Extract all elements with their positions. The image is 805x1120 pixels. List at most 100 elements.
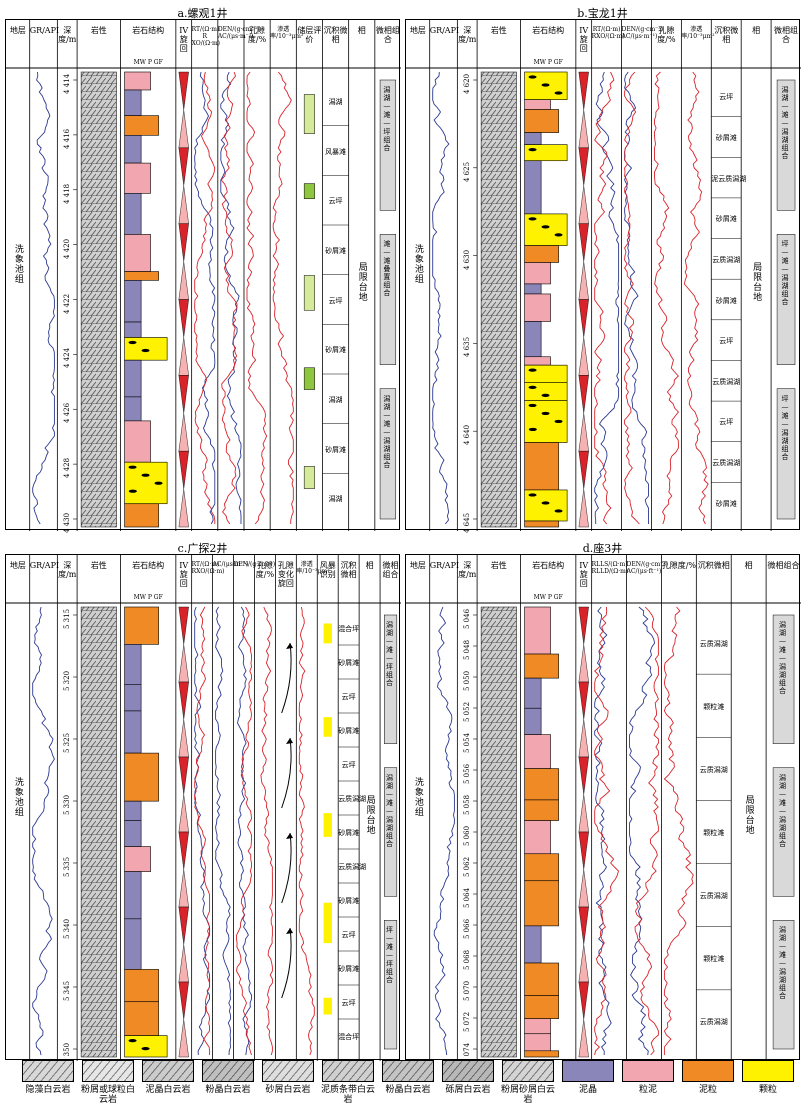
texture-block — [524, 880, 559, 927]
depth-tick: 5 056 — [463, 763, 472, 784]
combo-label: 潟湖—滩—潟湖组合 — [781, 86, 790, 160]
legend-label: 粉屑或球粒白云岩 — [80, 1085, 135, 1105]
legend-swatch — [442, 1060, 494, 1082]
cycle-triangle-up — [178, 489, 189, 528]
texture-block — [124, 271, 159, 281]
column-header: RT/(Ω·m) RXO/(Ω·m) — [191, 561, 225, 575]
cycle-triangle-down — [178, 981, 189, 1020]
legend-item: 粉晶白云岩 — [378, 1060, 438, 1095]
log-curve — [594, 71, 615, 525]
legend-item: 粉屑砂屑白云岩 — [498, 1060, 558, 1105]
combo-block — [772, 767, 795, 897]
log-columns-svg — [406, 20, 801, 531]
combo-block — [776, 234, 796, 365]
reservoir-block — [303, 94, 315, 134]
column-header: 微相组合 — [382, 561, 399, 579]
grain-symbol — [554, 419, 563, 424]
cycle-triangle-up — [178, 1019, 189, 1058]
legend-swatch — [322, 1060, 374, 1082]
micro-facies-label: 砂屑滩 — [325, 445, 347, 454]
depth-tick: 4 625 — [463, 161, 472, 182]
grain-symbol — [528, 403, 537, 408]
texture-block — [524, 606, 551, 655]
grain-symbol — [541, 501, 550, 505]
texture-block — [124, 89, 142, 116]
combo-label: 坪—滩—潟湖组合 — [781, 240, 790, 307]
micro-facies-label: 云坪 — [341, 931, 356, 939]
grain-symbol — [141, 1047, 150, 1051]
column-header: GR/API — [29, 26, 60, 35]
texture-block — [124, 710, 142, 754]
column-header: 岩性 — [90, 26, 107, 35]
stratum-label: 洗象池组 — [12, 243, 23, 284]
log-curve — [594, 606, 612, 1055]
micro-facies-label: 云质潟湖 — [712, 459, 741, 468]
depth-tick: 4 630 — [463, 249, 472, 270]
log-curve — [272, 71, 294, 525]
lithology-legend: 隐藻白云岩粉屑或球粒白云岩泥晶白云岩粉晶白云岩砂屑白云岩泥质条带白云岩粉晶白云岩… — [0, 1060, 805, 1120]
grain-symbol — [528, 148, 537, 152]
texture-block — [524, 109, 559, 133]
texture-block — [124, 396, 142, 422]
texture-block — [124, 644, 142, 685]
panel-title: d.座3井 — [582, 542, 623, 555]
micro-facies-label: 云质潟湖 — [712, 377, 741, 386]
column-header: RT/(Ω·m) R XO/(Ω·m) — [191, 26, 220, 47]
legend-label: 粉屑砂屑白云岩 — [500, 1085, 555, 1105]
legend-label: 泥粒 — [698, 1085, 717, 1095]
column-header: IV旋回 — [179, 26, 189, 53]
depth-tick: 4 640 — [463, 425, 472, 446]
cycle-triangle-up — [578, 944, 589, 983]
cycle-triangle-up — [178, 944, 189, 983]
micro-facies-label: 砂屑滩 — [325, 246, 347, 255]
cycle-triangle-up — [178, 185, 189, 224]
legend-swatch — [142, 1060, 194, 1082]
log-curve — [654, 71, 679, 525]
combo-label: 坪—滩—坪组合 — [385, 926, 394, 985]
micro-facies-label: 云质潟湖 — [712, 255, 741, 264]
micro-facies-label: 云坪 — [341, 693, 356, 701]
depth-tick: 5 070 — [463, 980, 472, 1001]
combo-block — [384, 920, 398, 1050]
log-curve — [237, 606, 252, 1056]
grain-symbol — [128, 340, 137, 345]
cycle-triangle-down — [578, 681, 589, 720]
reservoir-block — [303, 367, 315, 390]
log-columns-svg — [6, 555, 401, 1061]
texture-block — [124, 1001, 159, 1036]
cycle-triangle-down — [578, 223, 589, 262]
legend-item: 泥质条带白云岩 — [318, 1060, 378, 1105]
texture-block — [524, 356, 551, 366]
cycle-triangle-down — [178, 831, 189, 870]
cycle-arrow — [281, 927, 292, 999]
texture-block — [524, 1050, 559, 1058]
column-header: 地层 — [9, 561, 26, 570]
column-header: 深度/m — [458, 561, 477, 579]
log-curve — [594, 606, 620, 1056]
log-curve — [32, 71, 55, 525]
column-header: 相 — [744, 561, 753, 570]
micro-facies-label: 潟湖 — [328, 97, 343, 106]
depth-tick: 5 066 — [463, 918, 472, 939]
lithology-column — [480, 71, 517, 528]
depth-tick: 5 330 — [63, 794, 72, 815]
column-header: DEN/(g·cm⁻³) AC/(μs·m⁻¹) — [621, 26, 664, 40]
log-curve — [194, 606, 211, 1056]
texture-block — [524, 1018, 551, 1035]
depth-tick: 5 320 — [63, 670, 72, 691]
depth-tick: 4 416 — [63, 128, 72, 149]
micro-facies-label: 风暴滩 — [325, 147, 347, 156]
column-header: 地层 — [409, 26, 426, 35]
cycle-triangle-down — [578, 981, 589, 1020]
depth-tick: 4 620 — [463, 73, 472, 94]
texture-block — [124, 134, 142, 164]
texture-block — [124, 321, 142, 338]
texture-block — [124, 280, 142, 323]
texture-block — [124, 359, 142, 398]
texture-block — [124, 337, 168, 361]
texture-block — [524, 995, 559, 1019]
depth-tick: 4 645 — [463, 512, 472, 533]
combo-label: 潟湖—滩—坪组合 — [382, 86, 391, 152]
